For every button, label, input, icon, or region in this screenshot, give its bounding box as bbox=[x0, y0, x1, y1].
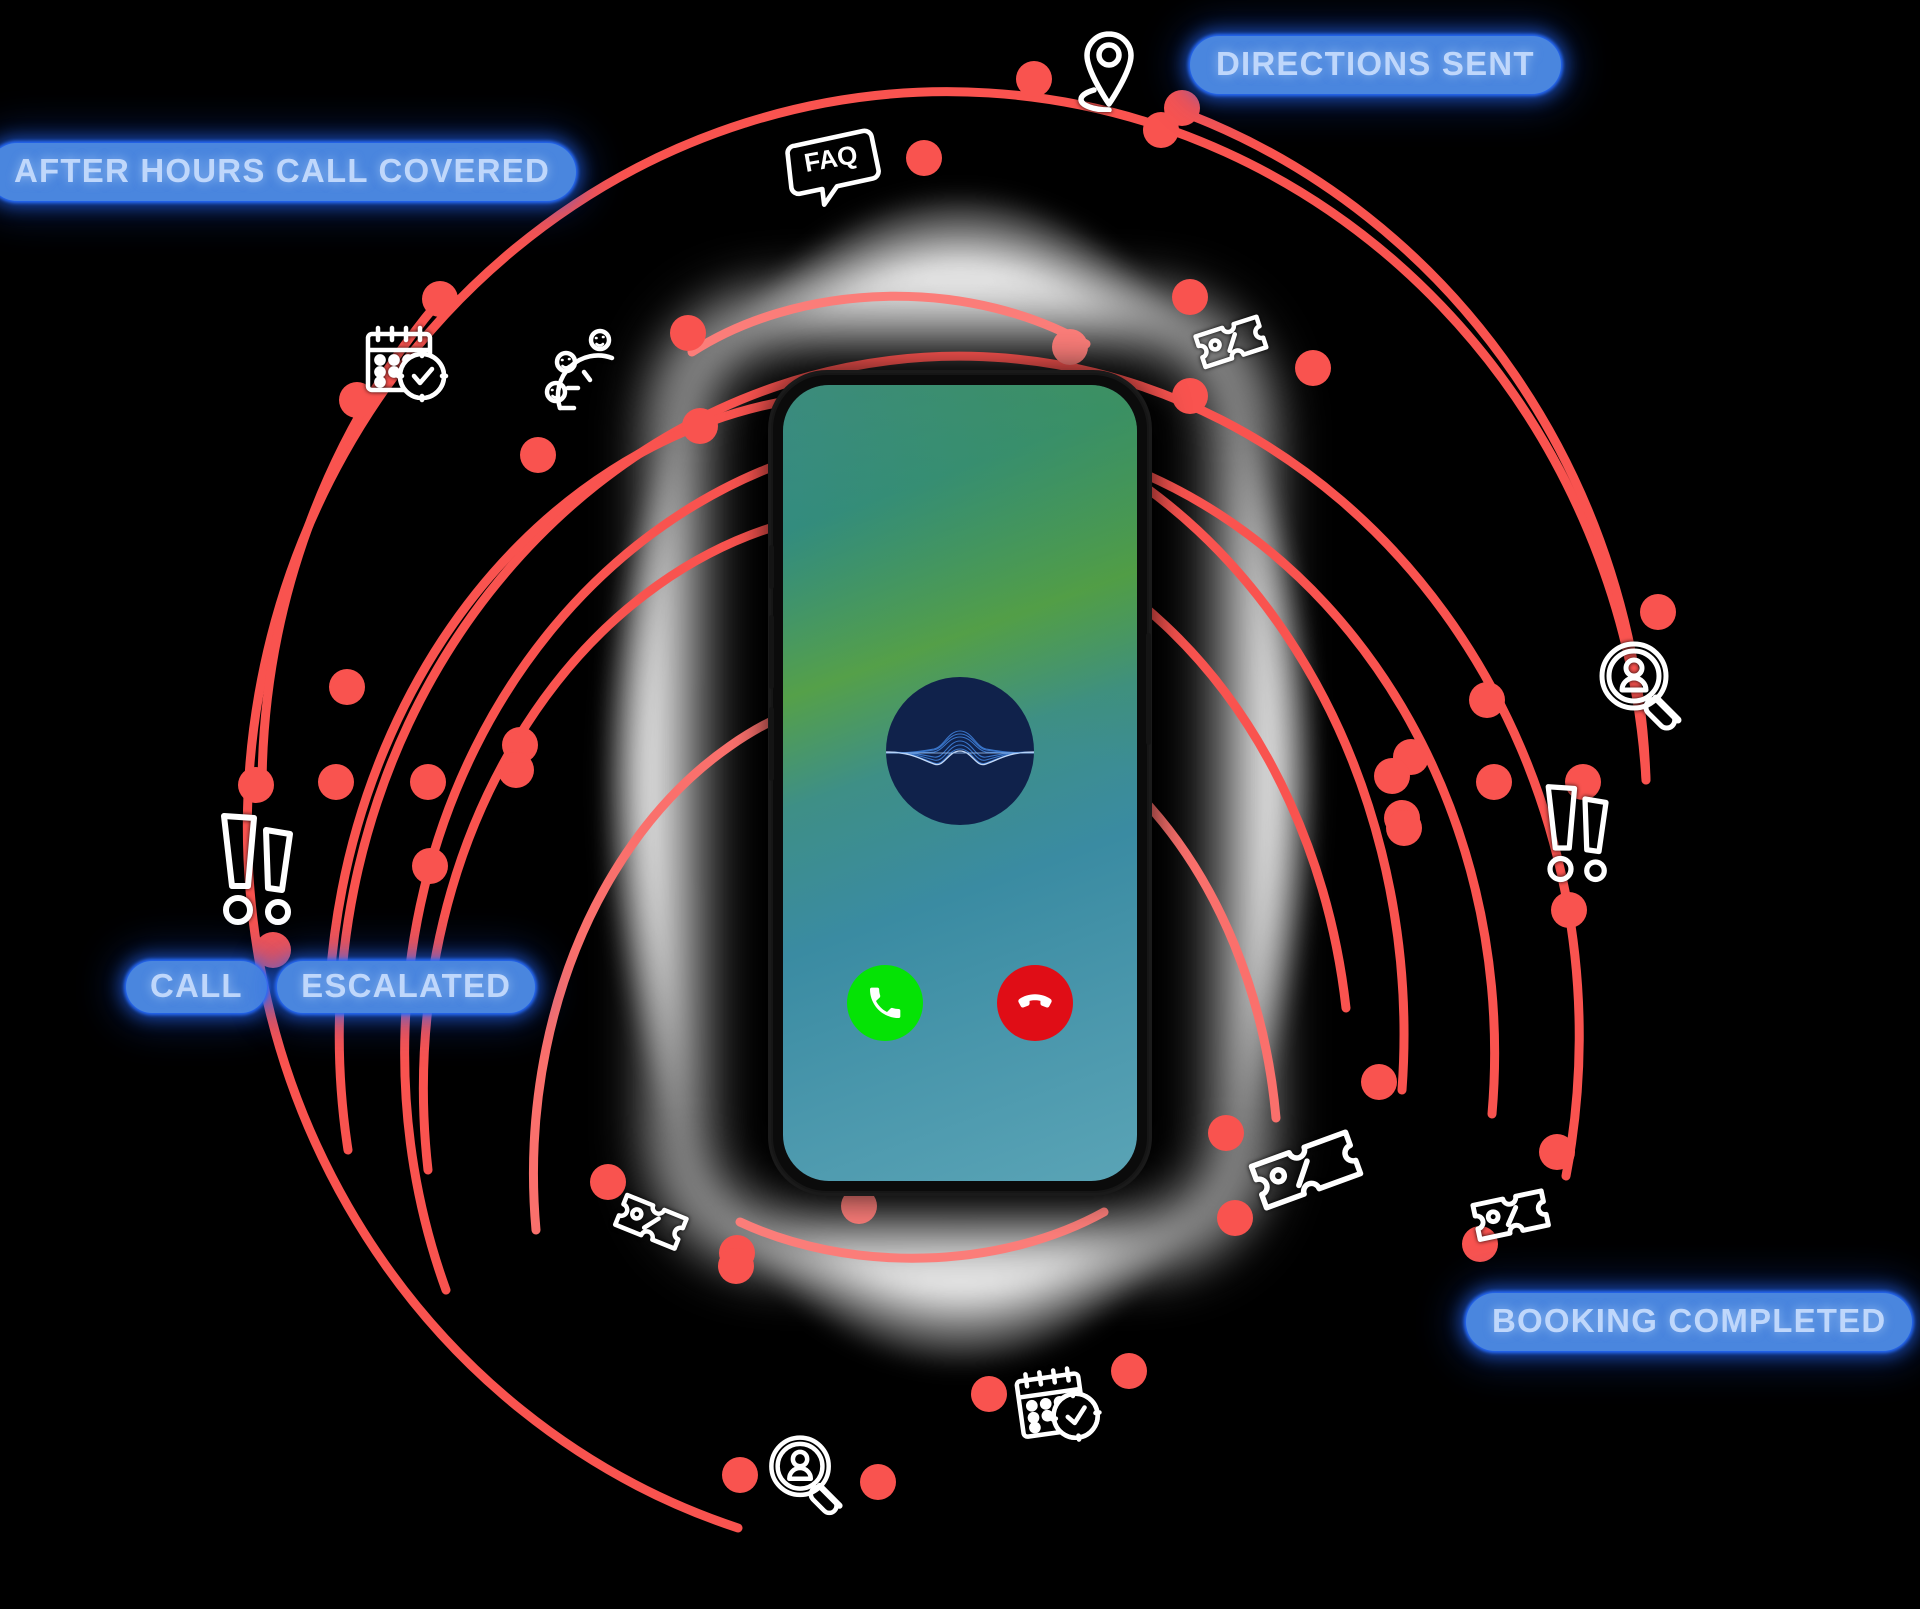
orbit-node bbox=[318, 764, 354, 800]
orbit-node bbox=[1476, 764, 1512, 800]
label-text: AFTER HOURS CALL COVERED bbox=[14, 152, 551, 189]
decline-call-button[interactable] bbox=[997, 965, 1073, 1041]
ticket-icon-1 bbox=[1192, 306, 1269, 372]
orbit-node bbox=[498, 752, 534, 788]
faq-bubble-icon: FAQ bbox=[780, 120, 884, 212]
orbit-node bbox=[971, 1376, 1007, 1412]
label-booking-completed: BOOKING COMPLETED bbox=[1466, 1293, 1913, 1352]
phone-handset-icon bbox=[870, 987, 901, 1018]
voice-assistant-orb bbox=[886, 677, 1034, 825]
calendar-clock-icon-1 bbox=[362, 320, 452, 406]
customer-lookup-icon-2 bbox=[766, 1432, 852, 1522]
label-text-line2: ESCALATED bbox=[277, 961, 536, 1014]
label-after-hours-call-covered: AFTER HOURS CALL COVERED bbox=[0, 143, 577, 202]
ticket-icon-4 bbox=[1468, 1176, 1552, 1248]
orbit-node bbox=[1386, 810, 1422, 846]
phone-screen bbox=[783, 385, 1137, 1181]
orbit-node bbox=[520, 437, 556, 473]
orbit-node bbox=[412, 848, 448, 884]
orbit-node bbox=[1374, 758, 1410, 794]
phone-mute-switch[interactable] bbox=[769, 545, 774, 589]
orbit-node bbox=[1164, 90, 1200, 126]
smartphone bbox=[769, 373, 1151, 1193]
orbit-node bbox=[1111, 1353, 1147, 1389]
orbit-node bbox=[1172, 378, 1208, 414]
orbit-node bbox=[1361, 1064, 1397, 1100]
location-pin-icon bbox=[1068, 26, 1150, 112]
orbit-path-0b bbox=[735, 1207, 1109, 1263]
orbit-node bbox=[722, 1457, 758, 1493]
double-exclamation-icon-left bbox=[210, 808, 306, 948]
orbit-node bbox=[1143, 112, 1179, 148]
orbit-node-inner bbox=[841, 1188, 877, 1224]
calendar-clock-icon-2 bbox=[1014, 1362, 1104, 1448]
orbit-node bbox=[1016, 61, 1052, 97]
orbit-node bbox=[502, 727, 538, 763]
orbit-node bbox=[410, 764, 446, 800]
orbit-node bbox=[1640, 594, 1676, 630]
double-exclamation-icon-right bbox=[1536, 778, 1620, 904]
call-action-bar bbox=[783, 965, 1137, 1041]
satisfaction-gauge-icon bbox=[538, 326, 634, 420]
phone-power-button[interactable] bbox=[1146, 633, 1151, 745]
ticket-icon-2 bbox=[612, 1186, 690, 1252]
orbit-node-inner bbox=[1052, 329, 1088, 365]
label-call-escalated: CALL ESCALATED bbox=[30, 961, 536, 1014]
ticket-icon-3 bbox=[1248, 1122, 1364, 1218]
orbit-node bbox=[1384, 800, 1420, 836]
label-text-line1: CALL bbox=[126, 961, 267, 1014]
orbit-node bbox=[238, 767, 274, 803]
orbit-node bbox=[670, 315, 706, 351]
orbit-node bbox=[1469, 682, 1505, 718]
orbit-node bbox=[718, 1248, 754, 1284]
orbit-node bbox=[422, 281, 458, 317]
customer-lookup-icon-1 bbox=[1596, 638, 1692, 738]
orbit-node bbox=[682, 408, 718, 444]
orbit-node bbox=[719, 1235, 755, 1271]
label-text: BOOKING COMPLETED bbox=[1492, 1302, 1887, 1339]
phone-hangup-icon bbox=[1018, 994, 1052, 1008]
orbit-node bbox=[329, 669, 365, 705]
orbit-path-0 bbox=[687, 291, 1091, 357]
phone-volume-up-button[interactable] bbox=[769, 615, 774, 689]
orbit-node bbox=[1295, 350, 1331, 386]
orbit-node bbox=[860, 1464, 896, 1500]
svg-text:FAQ: FAQ bbox=[802, 139, 860, 178]
label-directions-sent: DIRECTIONS SENT bbox=[1190, 36, 1561, 95]
orbit-path-tail-right bbox=[1185, 110, 1651, 785]
orbit-node bbox=[1539, 1134, 1575, 1170]
orbit-node bbox=[906, 140, 942, 176]
phone-volume-down-button[interactable] bbox=[769, 707, 774, 781]
label-text: DIRECTIONS SENT bbox=[1216, 45, 1535, 82]
accept-call-button[interactable] bbox=[847, 965, 923, 1041]
orbit-node bbox=[1393, 739, 1429, 775]
